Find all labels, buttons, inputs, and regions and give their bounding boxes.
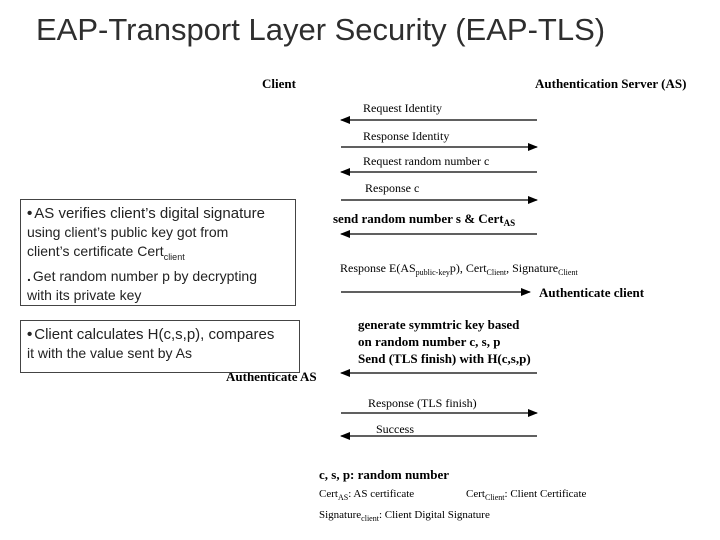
bullet-icon: • [27, 326, 33, 343]
message-label-response-tls-finish: Response (TLS finish) [368, 396, 477, 410]
legend-cert-as: CertAS: AS certificate [319, 488, 414, 502]
legend-cert-client: CertClient: Client Certificate [466, 488, 586, 502]
message-label-response-encrypted: Response E(ASpublic-keyp), CertClient, S… [340, 261, 578, 277]
note-text: AS verifies client’s digital signature [34, 205, 265, 222]
message-label-success: Success [376, 422, 414, 436]
message-label-send-random-s: send random number s & CertAS [333, 211, 515, 228]
message-label-response-c: Response c [365, 181, 419, 195]
note-subscript: client [163, 251, 185, 262]
note-box-client-calculates: •Client calculates H(c,s,p), compares it… [20, 320, 300, 373]
note-text: Client calculates H(c,s,p), compares [34, 326, 275, 343]
note-text: Get random number p by decrypting [32, 267, 258, 284]
note-line: •Client calculates H(c,s,p), compares [27, 325, 293, 344]
note-line: using client’s public key got from [27, 224, 229, 240]
client-step-1: generate symmtric key based [358, 317, 520, 332]
note-text: client’s certificate Cert [27, 243, 164, 259]
server-action-authenticate-client: Authenticate client [539, 285, 645, 300]
note-line: •AS verifies client’s digital signature [27, 204, 289, 223]
message-label-request-identity: Request Identity [363, 101, 442, 115]
bullet-icon: • [27, 205, 33, 222]
note-line: it with the value sent by As [27, 345, 192, 361]
bullet-icon: . [27, 267, 31, 284]
message-label-response-identity: Response Identity [363, 129, 449, 143]
message-label-request-random-c: Request random number c [363, 154, 489, 168]
client-participant-label: Client [262, 76, 297, 91]
note-line: .Get random number p by decrypting [27, 267, 289, 286]
note-line: client’s certificate Certclient [27, 242, 289, 267]
legend-signature: Signatureclient: Client Digital Signatur… [319, 509, 490, 523]
client-step-3: Send (TLS finish) with H(c,s,p) [358, 351, 531, 366]
legend-random-number: c, s, p: random number [319, 467, 449, 482]
page-title: EAP-Transport Layer Security (EAP-TLS) [36, 12, 606, 47]
note-box-as-verifies: •AS verifies client’s digital signature … [20, 199, 296, 306]
note-line: with its private key [27, 286, 142, 303]
server-participant-label: Authentication Server (AS) [535, 76, 686, 91]
client-step-2: on random number c, s, p [358, 334, 500, 349]
